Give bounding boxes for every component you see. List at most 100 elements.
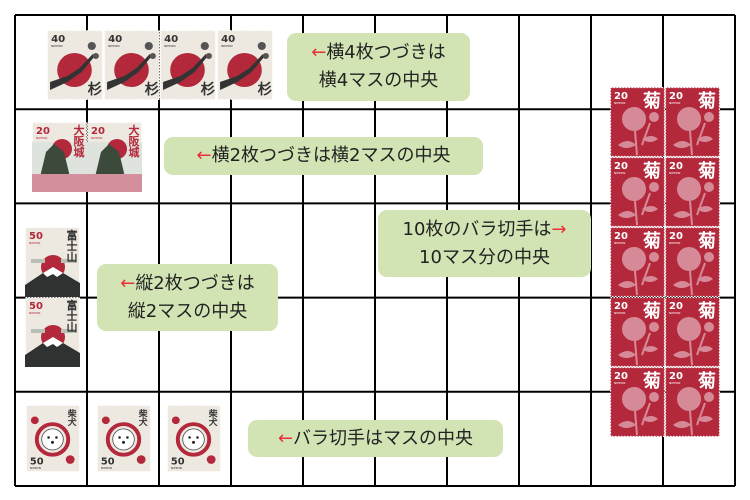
svg-text:杉: 杉 bbox=[144, 81, 158, 98]
stamp-chrys: 20 NIPPON 菊 bbox=[609, 86, 666, 158]
stamp-dog: 50 NIPPON 柴犬 bbox=[96, 404, 152, 473]
svg-text:菊: 菊 bbox=[698, 230, 716, 252]
label-text: 横4枚つづきは bbox=[326, 42, 446, 63]
stamp-chrys: 20 NIPPON 菊 bbox=[609, 226, 666, 298]
pine-branch-sun-icon bbox=[219, 42, 269, 90]
stamp-country: NIPPON bbox=[614, 171, 625, 175]
stamp-fuji: 50 NIPPON 富士山 bbox=[24, 226, 81, 298]
svg-text:柴: 柴 bbox=[67, 408, 77, 420]
stamp-country: NIPPON bbox=[108, 44, 120, 48]
stamp-value: 50 bbox=[171, 456, 185, 467]
stamp-kanji: 柴犬 bbox=[138, 408, 148, 428]
stamp-kanji: 富士山 bbox=[67, 228, 78, 264]
label-bara10: 10枚のバラ切手は→ 10マス分の中央 bbox=[378, 210, 591, 277]
svg-text:犬: 犬 bbox=[138, 416, 148, 428]
stamp-chrys: 20 NIPPON 菊 bbox=[664, 226, 721, 298]
svg-text:富: 富 bbox=[67, 298, 78, 312]
stamp-chrys: 20 NIPPON 菊 bbox=[609, 366, 666, 438]
stamp-country: NIPPON bbox=[171, 466, 182, 470]
svg-text:菊: 菊 bbox=[643, 370, 661, 392]
chrysanthemum-icon bbox=[673, 107, 714, 156]
stamp-value: 50 bbox=[29, 231, 43, 242]
stamp-country: NIPPON bbox=[29, 311, 40, 315]
svg-text:菊: 菊 bbox=[698, 160, 716, 182]
stamp-kanji: 菊 bbox=[643, 370, 661, 392]
shiba-dog-icon bbox=[171, 416, 216, 464]
stamp-kanji: 菊 bbox=[698, 230, 716, 252]
chrysanthemum-icon bbox=[618, 247, 659, 296]
pine-branch-sun-icon bbox=[163, 42, 212, 90]
stamp-country: NIPPON bbox=[669, 241, 680, 245]
stamp-kanji: 菊 bbox=[698, 160, 716, 182]
svg-text:山: 山 bbox=[67, 250, 78, 264]
svg-text:城: 城 bbox=[129, 145, 140, 159]
svg-text:城: 城 bbox=[74, 145, 85, 159]
stamp-value: 20 bbox=[669, 91, 683, 102]
osaka-castle-icon bbox=[32, 139, 87, 192]
stamp-dog: 50 NIPPON 柴犬 bbox=[166, 404, 222, 473]
arrow-right-icon: → bbox=[551, 218, 567, 240]
stamp-kanji: 杉 bbox=[257, 81, 271, 98]
stamp-pine: 40 NIPPON 杉 bbox=[216, 29, 273, 101]
label-text: 縦2枚つづきは bbox=[135, 272, 255, 294]
stamp-value: 50 bbox=[30, 456, 44, 467]
stamp-value: 20 bbox=[614, 91, 628, 102]
stamp-value: 20 bbox=[669, 231, 683, 242]
stamp-chrys: 20 NIPPON 菊 bbox=[664, 366, 721, 438]
stamp-value: 50 bbox=[101, 456, 115, 467]
stamp-dog: 50 NIPPON 柴犬 bbox=[25, 404, 81, 473]
chrysanthemum-icon bbox=[673, 247, 714, 296]
stamp-chrys: 20 NIPPON 菊 bbox=[609, 296, 666, 368]
stamp-value: 20 bbox=[669, 371, 683, 382]
stamp-value: 40 bbox=[51, 34, 65, 45]
svg-text:犬: 犬 bbox=[67, 416, 77, 428]
arrow-left-icon: ← bbox=[311, 42, 327, 63]
mount-fuji-icon bbox=[25, 325, 80, 367]
stamp-country: NIPPON bbox=[614, 381, 625, 385]
arrow-left-icon: ← bbox=[120, 272, 136, 294]
stamp-kanji: 菊 bbox=[643, 300, 661, 322]
stamp-value: 40 bbox=[108, 34, 122, 45]
chrysanthemum-icon bbox=[673, 387, 714, 436]
stamp-chrys: 20 NIPPON 菊 bbox=[609, 156, 666, 228]
stamp-country: NIPPON bbox=[614, 241, 625, 245]
stamp-country: NIPPON bbox=[51, 44, 63, 48]
stamp-chrys: 20 NIPPON 菊 bbox=[664, 86, 721, 158]
stamp-country: NIPPON bbox=[29, 241, 40, 245]
chrysanthemum-icon bbox=[618, 107, 659, 156]
stamp-kanji: 大阪城 bbox=[129, 123, 141, 159]
stamp-kanji: 富士山 bbox=[67, 298, 78, 334]
svg-text:杉: 杉 bbox=[257, 81, 271, 98]
label-text: 10マス分の中央 bbox=[419, 246, 550, 268]
shiba-dog-icon bbox=[30, 416, 75, 464]
stamp-country: NIPPON bbox=[614, 311, 625, 315]
stamp-value: 20 bbox=[669, 301, 683, 312]
stamp-country: NIPPON bbox=[669, 311, 680, 315]
stamp-value: 40 bbox=[164, 34, 178, 45]
label-text: 横2枚つづきは横2マスの中央 bbox=[211, 145, 451, 166]
stamp-kanji: 杉 bbox=[201, 81, 215, 98]
chrysanthemum-icon bbox=[673, 177, 714, 226]
stamp-value: 20 bbox=[669, 161, 683, 172]
stamp-country: NIPPON bbox=[669, 171, 680, 175]
svg-text:菊: 菊 bbox=[643, 300, 661, 322]
shiba-dog-icon bbox=[101, 416, 146, 464]
stamp-kanji: 大阪城 bbox=[74, 123, 86, 159]
label-bara: ←バラ切手はマスの中央 bbox=[248, 420, 503, 457]
svg-text:杉: 杉 bbox=[88, 81, 102, 98]
stamp-fuji: 50 NIPPON 富士山 bbox=[24, 296, 81, 368]
arrow-left-icon: ← bbox=[277, 427, 294, 449]
svg-text:山: 山 bbox=[67, 320, 78, 334]
arrow-left-icon: ← bbox=[196, 145, 212, 166]
chrysanthemum-icon bbox=[618, 387, 659, 436]
pine-branch-sun-icon bbox=[106, 42, 156, 90]
svg-text:菊: 菊 bbox=[643, 90, 661, 112]
stamp-kanji: 菊 bbox=[698, 90, 716, 112]
svg-text:阪: 阪 bbox=[129, 134, 141, 148]
stamp-kanji: 菊 bbox=[643, 90, 661, 112]
stamp-country: NIPPON bbox=[36, 136, 47, 140]
svg-text:士: 士 bbox=[67, 309, 78, 323]
stamp-value: 20 bbox=[614, 371, 628, 382]
stamp-chrys: 20 NIPPON 菊 bbox=[664, 156, 721, 228]
